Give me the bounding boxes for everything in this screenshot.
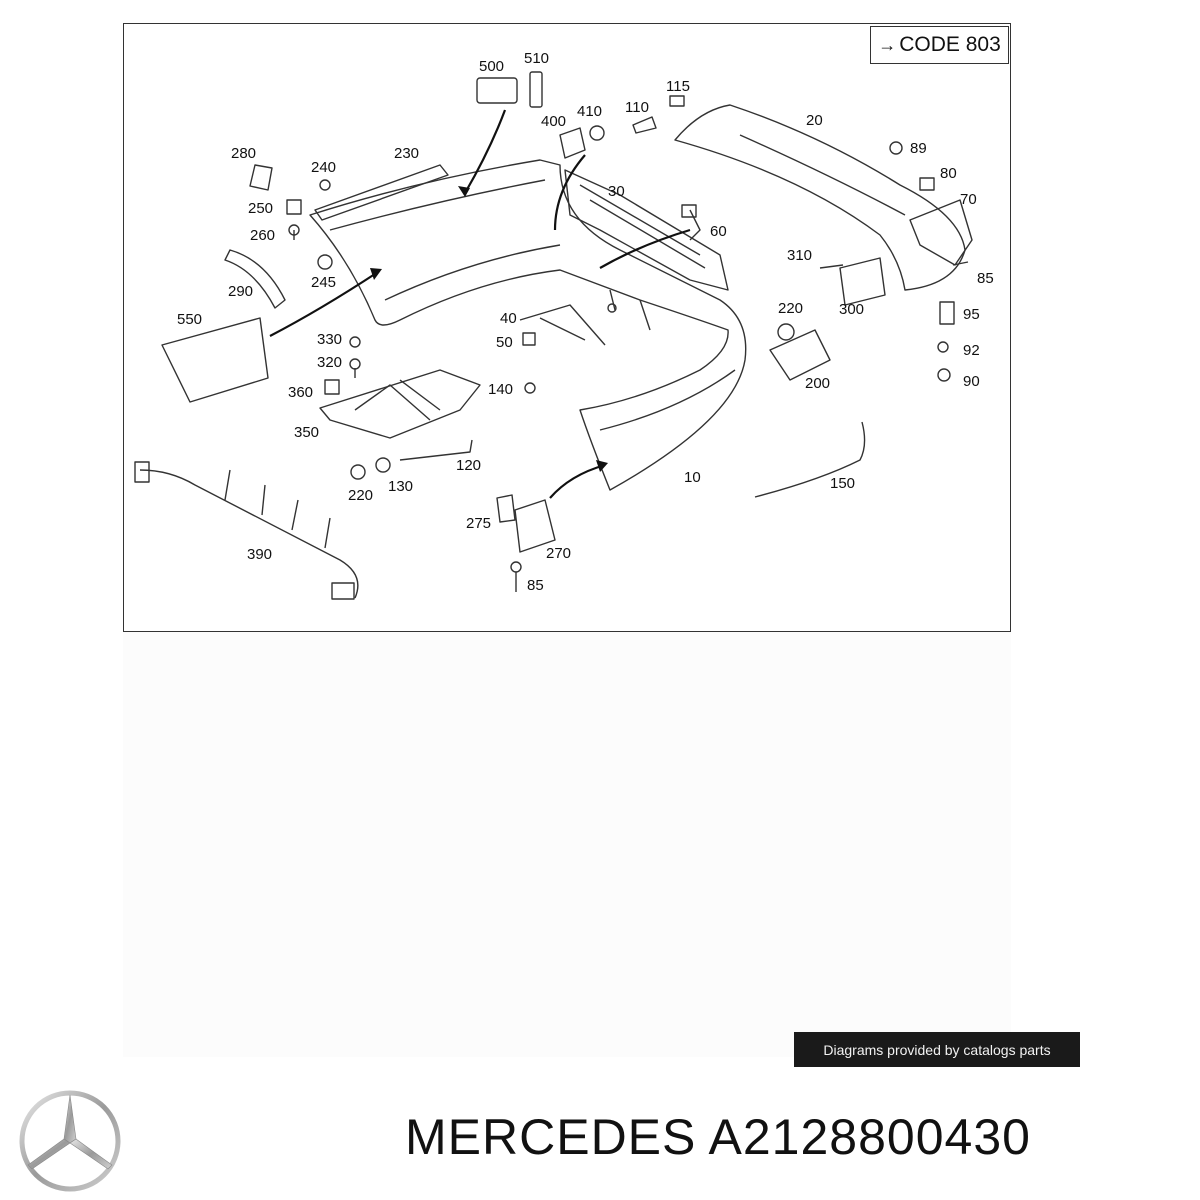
credit-banner: Diagrams provided by catalogs parts (794, 1032, 1080, 1067)
diagram-label: 200 (805, 375, 830, 392)
diagram-label: 280 (231, 145, 256, 162)
diagram-label: 330 (317, 331, 342, 348)
diagram-label: 220 (348, 487, 373, 504)
blank-area (123, 632, 1011, 1057)
diagram-label: 245 (311, 274, 336, 291)
brand-name: MERCEDES (405, 1109, 697, 1165)
diagram-label: 220 (778, 300, 803, 317)
diagram-label: 20 (806, 112, 823, 129)
diagram-label: 290 (228, 283, 253, 300)
diagram-label: 30 (608, 183, 625, 200)
diagram-label: 250 (248, 200, 273, 217)
diagram-label: 320 (317, 354, 342, 371)
parts-diagram: 500 510 115 110 410 400 20 89 80 70 280 … (134, 50, 994, 600)
diagram-label: 360 (288, 384, 313, 401)
code-label: CODE 803 (899, 33, 1001, 56)
code-803-box: → CODE 803 (870, 26, 1009, 64)
diagram-label: 90 (963, 373, 980, 390)
strip-part (314, 164, 449, 221)
diagram-label: 270 (546, 545, 571, 562)
diagram-label: 310 (787, 247, 812, 264)
arc-trim-part (224, 249, 286, 309)
diagram-label: 300 (839, 301, 864, 318)
diagram-label: 550 (177, 311, 202, 328)
diagram-label: 50 (496, 334, 513, 351)
diagram-label: 260 (250, 227, 275, 244)
diagram-frame (123, 23, 1011, 632)
diagram-label: 85 (977, 270, 994, 287)
diagram-label: 110 (625, 99, 649, 116)
wiring-harness-part (139, 469, 359, 599)
diagram-label: 80 (940, 165, 957, 182)
diagram-label: 40 (500, 310, 517, 327)
mercedes-star-logo-icon (19, 1090, 121, 1192)
bumper-cover-part (309, 159, 747, 491)
diagram-label: 10 (684, 469, 701, 486)
lamp-part (839, 257, 886, 306)
diagram-label: 120 (456, 457, 481, 474)
diagram-label: 400 (541, 113, 566, 130)
part-title: MERCEDES A2128800430 (405, 1108, 1195, 1166)
diagram-label: 85 (527, 577, 544, 594)
diagram-label: 115 (666, 78, 690, 95)
diagram-label: 230 (394, 145, 419, 162)
diagram-label: 150 (830, 475, 855, 492)
diagram-label: 390 (247, 546, 272, 563)
diffuser-trim-part (674, 104, 966, 291)
diagram-label: 60 (710, 223, 727, 240)
reinforcement-part (564, 169, 729, 291)
diagram-label: 130 (388, 478, 413, 495)
diagram-label: 510 (524, 50, 549, 67)
panel-part (161, 317, 269, 403)
diagram-label: 500 (479, 58, 504, 75)
diagram-label: 140 (488, 381, 513, 398)
diagram-label: 275 (466, 515, 491, 532)
diagram-label: 95 (963, 306, 980, 323)
diagram-label: 410 (577, 103, 602, 120)
diagram-label: 92 (963, 342, 980, 359)
bracket-part (319, 369, 481, 439)
diagram-label: 70 (960, 191, 977, 208)
arrow-right-icon: → (878, 34, 897, 55)
part-number: A2128800430 (708, 1109, 1031, 1165)
diagram-label: 89 (910, 140, 927, 157)
diagram-label: 350 (294, 424, 319, 441)
diagram-label: 240 (311, 159, 336, 176)
